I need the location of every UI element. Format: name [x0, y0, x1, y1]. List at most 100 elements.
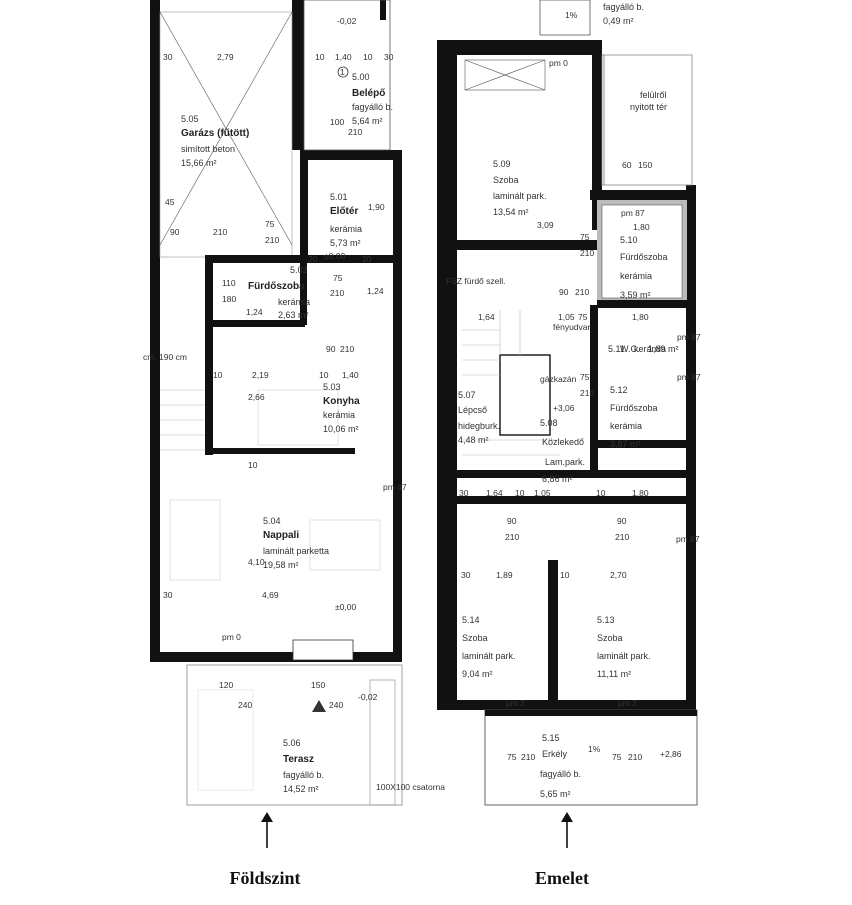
slope-mark: 1%	[565, 10, 578, 20]
svg-text:laminált parketta: laminált parketta	[263, 546, 329, 556]
level-mark: pm 0	[222, 632, 241, 642]
svg-text:210: 210	[575, 287, 589, 297]
svg-text:210: 210	[615, 532, 629, 542]
wall	[380, 0, 386, 20]
svg-text:20: 20	[362, 254, 372, 264]
svg-text:10,06 m²: 10,06 m²	[323, 424, 359, 434]
wall	[597, 300, 692, 308]
svg-text:laminált park.: laminált park.	[597, 651, 651, 661]
svg-text:Szoba: Szoba	[462, 633, 488, 643]
svg-text:5.06: 5.06	[283, 738, 301, 748]
svg-text:90: 90	[559, 287, 569, 297]
svg-text:Közlekedő: Közlekedő	[542, 437, 584, 447]
svg-text:Garázs (fűtött): Garázs (fűtött)	[181, 128, 249, 139]
wall	[300, 150, 308, 255]
svg-text:5.13: 5.13	[597, 615, 615, 625]
svg-text:150: 150	[638, 160, 652, 170]
wall	[150, 0, 160, 655]
svg-text:kerámia: kerámia	[330, 224, 362, 234]
svg-text:laminált park.: laminált park.	[462, 651, 516, 661]
svg-text:5.07: 5.07	[458, 390, 476, 400]
svg-text:5.10: 5.10	[620, 235, 638, 245]
wall	[205, 255, 213, 455]
svg-text:4,48 m²: 4,48 m²	[458, 435, 489, 445]
svg-text:75: 75	[507, 752, 517, 762]
wall	[597, 440, 692, 448]
svg-text:1,05: 1,05	[558, 312, 575, 322]
svg-text:5.00: 5.00	[352, 72, 370, 82]
svg-text:4,69: 4,69	[262, 590, 279, 600]
svg-text:14,52 m²: 14,52 m²	[283, 784, 319, 794]
svg-text:30: 30	[459, 488, 469, 498]
svg-text:1,80: 1,80	[633, 222, 650, 232]
room-label-corridor: 5.08 Közlekedő Lam.park. 6,86 m²	[540, 418, 585, 484]
note: fényudvar	[553, 322, 590, 332]
wall	[592, 40, 602, 230]
room-label-balcony: 5.15 Erkély fagyálló b. 5,65 m²	[540, 733, 581, 799]
room-label-entrance: 5.00 Belépő fagyálló b. 5,64 m²	[352, 72, 393, 126]
svg-text:210: 210	[348, 127, 362, 137]
svg-text:210: 210	[521, 752, 535, 762]
svg-text:5.01: 5.01	[330, 192, 348, 202]
svg-text:Lépcső: Lépcső	[458, 405, 487, 415]
svg-text:1,64: 1,64	[478, 312, 495, 322]
svg-text:75: 75	[578, 312, 588, 322]
svg-text:kerámia: kerámia	[610, 421, 642, 431]
room-label-bathroom-10: 5.10 Fürdőszoba kerámia 3,59 m²	[620, 235, 668, 300]
svg-text:19,58 m²: 19,58 m²	[263, 560, 299, 570]
svg-text:10: 10	[596, 488, 606, 498]
svg-text:5,73 m²: 5,73 m²	[330, 238, 361, 248]
svg-text:pm 87: pm 87	[677, 372, 701, 382]
room-label-bathroom: 5.02 Fürdőszoba kerámia 2,63 m²	[248, 265, 310, 320]
svg-text:6,86 m²: 6,86 m²	[542, 474, 573, 484]
wall	[300, 150, 402, 160]
svg-text:3,59 m²: 3,59 m²	[620, 290, 651, 300]
svg-text:30: 30	[163, 590, 173, 600]
note: FSZ fürdő szell.	[446, 276, 506, 286]
svg-text:Fürdőszoba: Fürdőszoba	[248, 281, 305, 292]
svg-text:210: 210	[213, 227, 227, 237]
svg-text:1,05: 1,05	[534, 488, 551, 498]
svg-text:5.05: 5.05	[181, 114, 199, 124]
svg-text:kerámia: kerámia	[323, 410, 355, 420]
room-label-wc: 5.11 W.C. kerámia 1,89 m²	[608, 344, 679, 354]
wall	[437, 40, 597, 55]
svg-text:3,87 m²: 3,87 m²	[610, 439, 641, 449]
svg-text:240: 240	[238, 700, 252, 710]
svg-text:75: 75	[612, 752, 622, 762]
svg-text:1,89: 1,89	[496, 570, 513, 580]
svg-text:+2,86: +2,86	[660, 749, 682, 759]
upper-floor-plan	[437, 0, 698, 848]
svg-text:60: 60	[622, 160, 632, 170]
top-balcony-area: 0,49 m²	[603, 16, 634, 26]
room-label-kitchen: 5.03 Konyha kerámia 10,06 m²	[323, 382, 360, 434]
svg-text:210: 210	[265, 235, 279, 245]
svg-text:1%: 1%	[588, 744, 601, 754]
svg-text:9,04 m²: 9,04 m²	[462, 669, 493, 679]
svg-text:15,66 m²: 15,66 m²	[181, 158, 217, 168]
svg-text:3,09: 3,09	[537, 220, 554, 230]
svg-text:75: 75	[333, 273, 343, 283]
svg-text:W.C.: W.C.	[620, 344, 640, 354]
level-mark: -0,02	[358, 692, 378, 702]
level-mark: ±0,00	[324, 251, 345, 261]
svg-text:Fürdőszoba: Fürdőszoba	[610, 403, 658, 413]
wall	[457, 240, 597, 250]
wall	[205, 448, 355, 454]
svg-text:90: 90	[507, 516, 517, 526]
svg-text:Szoba: Szoba	[493, 175, 519, 185]
svg-text:13,54 m²: 13,54 m²	[493, 207, 529, 217]
svg-text:2,66: 2,66	[248, 392, 265, 402]
svg-text:5.11: 5.11	[608, 344, 625, 354]
svg-text:pm 2: pm 2	[618, 698, 637, 708]
svg-text:5.15: 5.15	[542, 733, 560, 743]
wall	[292, 0, 304, 150]
wall	[150, 652, 402, 662]
floor-title-upper: Emelet	[535, 868, 589, 888]
svg-text:90: 90	[326, 344, 336, 354]
svg-text:210: 210	[505, 532, 519, 542]
wall	[437, 700, 696, 710]
room-label-bedroom-09: 5.09 Szoba laminált park. 13,54 m²	[493, 159, 547, 217]
svg-text:Konyha: Konyha	[323, 396, 360, 407]
svg-text:pm 0: pm 0	[549, 58, 568, 68]
